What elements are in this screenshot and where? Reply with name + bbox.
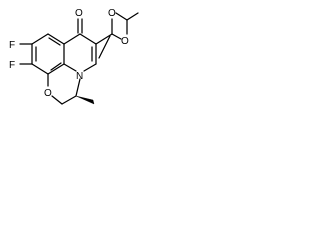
bond [31, 63, 49, 75]
ketone-group [77, 18, 83, 34]
stereo-wedge [75, 95, 95, 105]
bond [61, 95, 77, 105]
ring-oxygen-label: O [44, 88, 52, 99]
double-bond-inner [48, 37, 61, 46]
bond [63, 33, 81, 45]
fluorine-bottom-label: F [9, 60, 15, 71]
bond [63, 63, 77, 72]
ester-oxygen-label: O [121, 36, 129, 47]
bond [47, 33, 65, 45]
oxazine-ring [47, 73, 95, 105]
bond [95, 33, 113, 45]
bond [51, 95, 63, 105]
molecule-structure: F F O O O O N [9, 8, 139, 105]
bond [47, 63, 65, 75]
bond [83, 63, 97, 72]
ketone-oxygen-label: O [75, 8, 83, 19]
bond [111, 33, 122, 40]
bond [75, 78, 81, 97]
bond [31, 33, 49, 45]
ester-group [95, 12, 139, 59]
bond [115, 12, 128, 21]
ester-carbonyl-oxygen-label: O [108, 8, 116, 19]
benzene-ring [31, 33, 65, 75]
bond [126, 12, 139, 21]
fluorine-top-label: F [9, 40, 15, 51]
pyridone-ring [63, 33, 97, 72]
bond [98, 35, 111, 59]
double-bond-inner [50, 62, 62, 71]
bond [79, 33, 97, 45]
ring-nitrogen-label: N [76, 71, 83, 82]
